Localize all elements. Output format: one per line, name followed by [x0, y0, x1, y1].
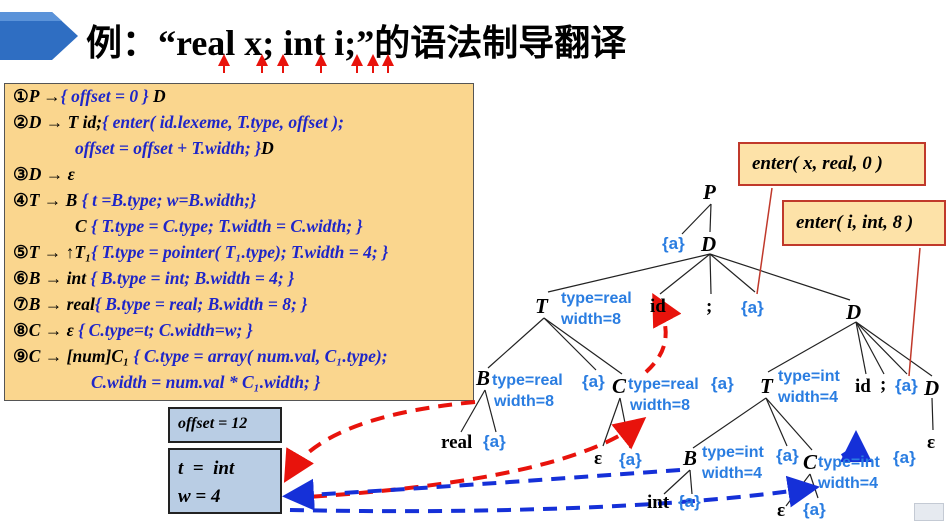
- node-eps1: ε: [594, 448, 603, 469]
- title-arrow-icon: [0, 12, 78, 60]
- node-p: P: [703, 180, 716, 204]
- rule-4: ④T → B { t =B.type; w=B.width;}: [13, 190, 257, 210]
- rule-9: ⑨C → [num]C₁ { C.type = array( num.val, …: [13, 346, 388, 366]
- node-action-a4: {a}: [711, 374, 734, 393]
- node-action-a1: {a}: [662, 234, 685, 253]
- node-semi2: ;: [880, 374, 887, 395]
- node-action-a3: {a}: [582, 372, 605, 391]
- node-t1: T: [535, 294, 548, 318]
- blue-arrow-b-to-tw: [282, 468, 681, 511]
- node-action-a7: {a}: [895, 376, 918, 395]
- grammar-rules-box: ①P →{ offset = 0 } D ②D → T id;{ enter( …: [4, 83, 474, 401]
- rule-6: ⑥B → int { B.type = int; B.width = 4; }: [13, 268, 295, 288]
- node-c2: C: [803, 450, 818, 474]
- w-value: w = 4: [178, 486, 221, 507]
- rule-9-cont: C.width = num.val * C₁.width; }: [91, 372, 321, 392]
- node-action-a5: {a}: [483, 432, 506, 451]
- node-action-a2: {a}: [741, 298, 764, 317]
- rule-2: ②D → T id;{ enter( id.lexeme, T.type, of…: [13, 112, 344, 132]
- node-d2: D: [846, 300, 862, 324]
- slide-corner-tab: [914, 503, 944, 521]
- node-b2: B: [683, 446, 698, 470]
- node-action-a9: {a}: [893, 448, 916, 467]
- rule-4-cont: C { T.type = C.type; T.width = C.width; …: [75, 216, 363, 236]
- red-arrow-c-to-t: [644, 292, 682, 374]
- node-action-a10: {a}: [678, 492, 701, 511]
- blue-arrow-tw-to-c: [289, 475, 820, 514]
- node-id1: id: [650, 296, 666, 317]
- enter-i-pointer: [908, 247, 921, 377]
- node-d3: D: [924, 376, 940, 400]
- node-action-a8: {a}: [776, 446, 799, 465]
- rule-7: ⑦B → real{ B.type = real; B.width = 8; }: [13, 294, 308, 314]
- node-t2: T: [760, 374, 773, 398]
- rule-1: ①P →{ offset = 0 } D: [13, 86, 166, 106]
- node-action-a6: {a}: [619, 450, 642, 469]
- enter-x-pointer: [756, 187, 773, 295]
- blue-arrow-c-to-t: [839, 430, 872, 463]
- rule-3: ③D → ε: [13, 164, 75, 184]
- node-action-a11: {a}: [803, 500, 826, 519]
- node-b1: B: [476, 366, 491, 390]
- rule-2-cont: offset = offset + T.width; }D: [75, 138, 274, 158]
- node-c1: C: [612, 374, 627, 398]
- enter-call-i: enter( i, int, 8 ): [782, 200, 946, 246]
- node-id2: id: [855, 376, 871, 397]
- red-arrow-b-to-tw: [283, 400, 476, 483]
- node-int: int: [647, 492, 670, 513]
- node-semi1: ;: [706, 296, 713, 317]
- node-d1: D: [701, 232, 717, 256]
- node-real: real: [441, 432, 473, 453]
- rule-5: ⑤T → ↑T₁{ T.type = pointer( T₁.type); T.…: [13, 242, 389, 262]
- token-arrows: [218, 54, 394, 73]
- enter-call-x: enter( x, real, 0 ): [738, 142, 926, 186]
- t-value: t = int: [178, 458, 235, 479]
- offset-value-box: offset = 12: [168, 407, 282, 443]
- tw-value-box: t = int w = 4: [168, 448, 282, 514]
- rule-8: ⑧C → ε { C.type=t; C.width=w; }: [13, 320, 253, 340]
- node-eps2: ε: [777, 500, 786, 521]
- node-eps3: ε: [927, 432, 936, 453]
